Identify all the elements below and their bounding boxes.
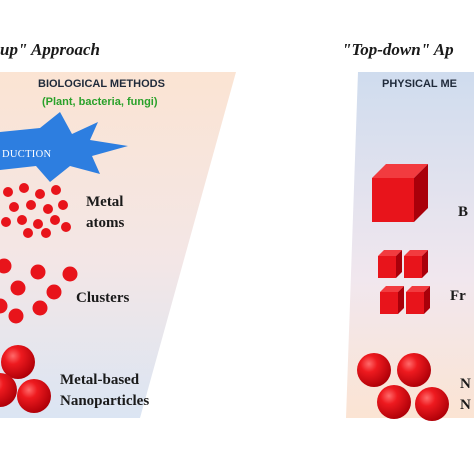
cluster	[46, 284, 62, 300]
nanoparticle	[1, 345, 35, 379]
label-line: Metal-based	[60, 372, 140, 388]
label-line: Nanoparticles	[60, 393, 150, 409]
fragment-cubes-icon	[378, 250, 430, 314]
bottom-up-heading: up" Approach	[0, 40, 100, 59]
metal-atom	[50, 215, 60, 225]
left-panel-background	[0, 72, 236, 418]
label-line: N	[460, 376, 471, 392]
label-line: Metal	[86, 194, 124, 210]
nanoparticle	[357, 353, 391, 387]
bulk-label: B	[458, 202, 468, 223]
metal-atom	[58, 200, 68, 210]
metal-atom	[41, 228, 51, 238]
cluster	[0, 298, 8, 314]
biological-methods-subtitle: (Plant, bacteria, fungi)	[42, 96, 158, 108]
label-line: Fr	[450, 288, 466, 304]
nanoparticle	[377, 385, 411, 419]
metal-atom	[23, 228, 33, 238]
metal-atom	[61, 222, 71, 232]
label-line: B	[458, 204, 469, 220]
nanoparticle	[0, 373, 17, 407]
nanoparticle	[397, 353, 431, 387]
cluster	[8, 308, 24, 324]
cluster	[62, 266, 78, 282]
label-line: atoms	[86, 215, 125, 231]
metal-atom	[43, 204, 53, 214]
metal-atom	[3, 187, 13, 197]
cluster	[32, 300, 48, 316]
right-nanoparticles-label: N N	[460, 374, 471, 416]
metal-atom	[17, 215, 27, 225]
metal-atom	[19, 183, 29, 193]
clusters-group	[0, 258, 78, 324]
biological-methods-title: BIOLOGICAL METHODS	[38, 78, 165, 90]
metal-atom	[51, 185, 61, 195]
nanoparticle	[17, 379, 51, 413]
reduction-burst-label: DUCTION	[2, 149, 52, 160]
nanoparticles-group	[0, 345, 51, 413]
nanoparticle	[415, 387, 449, 421]
cluster	[0, 258, 12, 274]
reduction-burst-icon	[0, 112, 128, 182]
cluster	[30, 264, 46, 280]
physical-methods-title: PHYSICAL ME	[382, 78, 457, 90]
top-down-heading: "Top-down" Ap	[342, 40, 454, 59]
label-line: N	[460, 397, 471, 413]
metal-atom	[35, 189, 45, 199]
cluster	[10, 280, 26, 296]
metal-atom	[33, 219, 43, 229]
nanoparticles-label: Metal-based Nanoparticles	[60, 370, 149, 412]
metal-atoms-group	[1, 183, 71, 238]
metal-atom	[26, 200, 36, 210]
metal-atoms-label: Metal atoms	[86, 192, 124, 234]
right-panel-background	[346, 72, 474, 418]
bulk-cube-icon	[372, 164, 428, 222]
clusters-label: Clusters	[76, 288, 129, 309]
metal-atom	[1, 217, 11, 227]
fragments-label: Fr	[450, 286, 466, 307]
label-line: Clusters	[76, 290, 130, 306]
right-nanoparticles-group	[357, 353, 449, 421]
metal-atom	[9, 202, 19, 212]
